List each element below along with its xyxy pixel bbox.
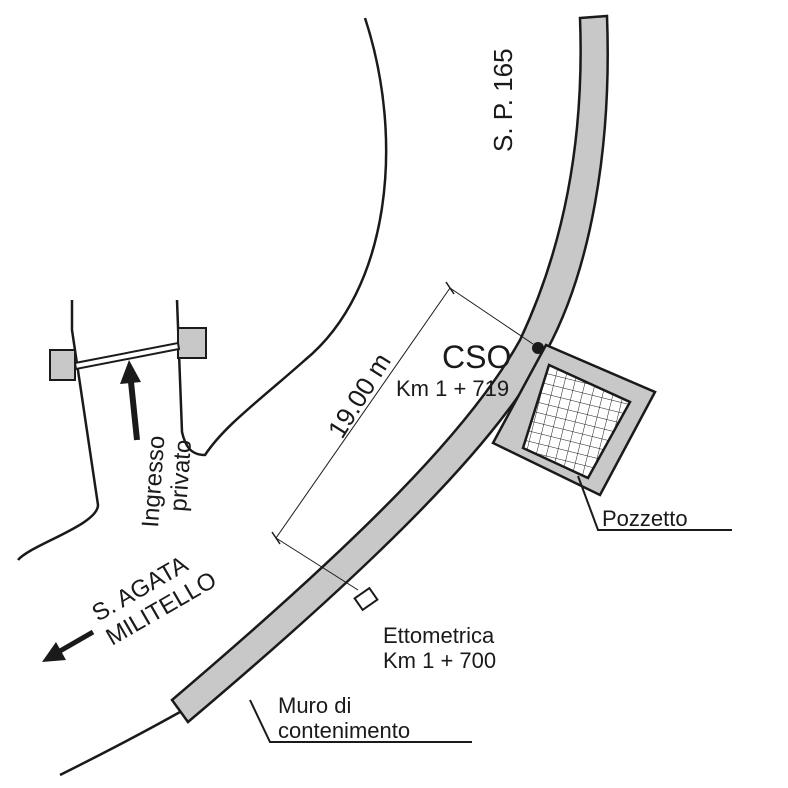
dimension-line — [275, 287, 451, 539]
manhole-grate — [521, 363, 632, 480]
retaining-wall — [170, 14, 609, 724]
gate-bar — [73, 341, 181, 371]
dimension-tick-bottom — [271, 531, 281, 545]
dimension-ext-bottom — [275, 537, 359, 591]
entrance-arrow-shaft — [128, 381, 140, 441]
entrance-label-line2: privato — [165, 439, 197, 513]
manhole-leader — [577, 475, 732, 531]
milestone-label-line1: Ettometrica — [383, 623, 495, 648]
dimension-ext-top — [449, 287, 534, 345]
wall-label-line2: contenimento — [278, 718, 410, 743]
dimension-tick-top — [445, 281, 455, 295]
cso-km-label: Km 1 + 719 — [396, 376, 509, 401]
gate-post-left — [49, 349, 76, 381]
cso-point — [532, 342, 544, 354]
milestone-marker — [353, 586, 379, 612]
road-inner-edge — [175, 17, 388, 457]
driveway-left-edge — [17, 300, 100, 561]
road-outer-line — [59, 710, 181, 777]
direction-arrow-icon — [42, 642, 66, 662]
milestone-label-line2: Km 1 + 700 — [383, 648, 496, 673]
road-name-label: S. P. 165 — [488, 48, 518, 152]
manhole-label: Pozzetto — [602, 506, 688, 531]
distance-label: 19.00 m — [322, 348, 397, 444]
gate-post-right — [177, 327, 207, 359]
direction-arrow-shaft — [58, 629, 95, 654]
entrance-label-line1: Ingresso — [137, 435, 170, 529]
wall-leader — [249, 699, 472, 743]
cso-code-label: CSO — [442, 339, 511, 375]
entrance-arrow-icon — [120, 360, 141, 384]
wall-label-line1: Muro di — [278, 693, 351, 718]
